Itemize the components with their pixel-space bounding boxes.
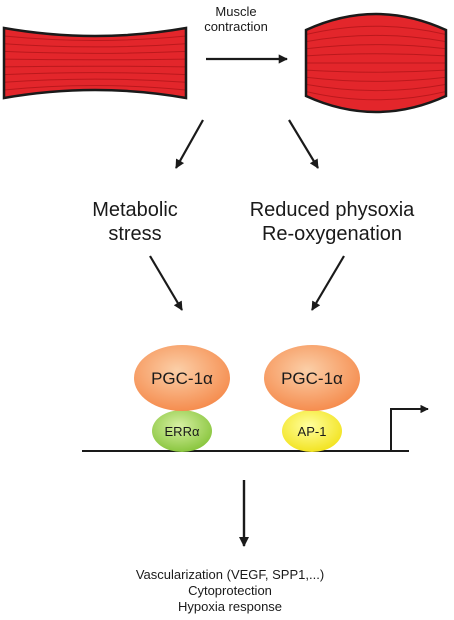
arrow-to-reduced-physoxia [288,119,319,169]
contracted-muscle [304,12,448,114]
muscle-fiber-line [4,50,186,54]
muscle-fiber-line [4,35,186,41]
arrow-metabolic-to-pgc [149,255,183,311]
muscle-fiber-line [306,90,446,101]
ap1-ellipse [282,410,342,452]
left-complex: PGC-1α ERRα [134,345,230,452]
right-complex: PGC-1α AP-1 [264,345,360,452]
muscle-fiber-line [306,34,446,43]
arrow-physoxia-to-pgc [311,255,345,311]
err-alpha-ellipse [152,410,212,452]
muscle-fiber-line [306,25,446,36]
outcomes-label: Vascularization (VEGF, SPP1,...) Cytopro… [135,567,325,614]
muscle-fiber-line [4,58,186,61]
muscle-fiber-line [4,85,186,91]
muscle-fiber-line [306,69,446,73]
relaxed-muscle-fibers [4,35,186,91]
reduced-physoxia-label: Reduced physoxia Re-oxygenation [249,199,415,245]
pgc1a-right-ellipse [264,345,360,411]
muscle-fiber-line [4,43,186,48]
contracted-muscle-fibers [306,25,446,101]
muscle-fiber-line [306,76,446,82]
pgc1a-left-ellipse [134,345,230,411]
muscle-fiber-line [4,65,186,68]
pgc1a-right-label: PGC-1α [281,369,343,388]
muscle-fiber-line [306,44,446,50]
muscle-fiber-line [4,78,186,83]
metabolic-stress-label: Metabolic stress [92,199,178,245]
err-alpha-label: ERRα [165,424,200,439]
muscle-contraction-label: Muscle contraction [204,4,268,34]
ap1-label: AP-1 [298,424,327,439]
transcription-start-site [390,404,429,451]
muscle-fiber-line [306,83,446,92]
muscle-fiber-line [306,53,446,57]
pgc1a-left-label: PGC-1α [151,369,213,388]
muscle-fiber-line [4,72,186,76]
relaxed-muscle [2,26,188,100]
arrow-to-metabolic-stress [175,119,204,169]
